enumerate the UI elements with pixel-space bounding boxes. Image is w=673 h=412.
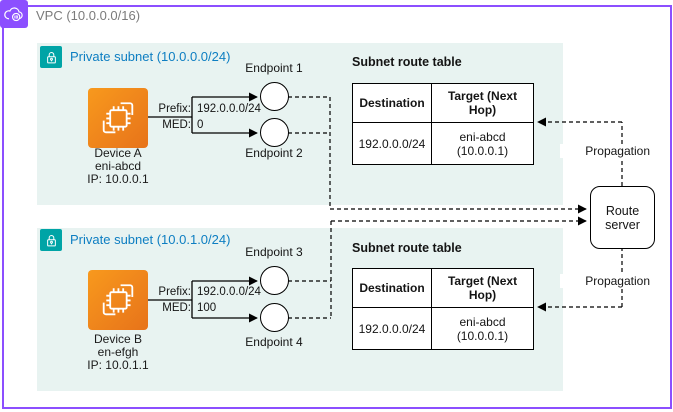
route-table-1-target-cell: eni-abcd (10.0.0.1) <box>432 123 533 164</box>
private-subnet-lock-icon <box>40 229 62 251</box>
bgp-prefix-value: 192.0.0.0/24 <box>197 103 261 115</box>
propagation-label-1: Propagation <box>560 144 650 158</box>
route-table-2-target-line2: (10.0.0.1) <box>456 328 509 343</box>
device-a-ip: IP: 10.0.0.1 <box>87 172 149 186</box>
endpoint-1-node <box>260 82 289 111</box>
bgp-prefix-value: 192.0.0.0/24 <box>197 286 261 298</box>
route-table-1-col-target: Target (Next Hop) <box>432 84 533 123</box>
device-b-name: Device B <box>93 332 143 346</box>
endpoint-3-node <box>260 266 289 295</box>
vpc-cloud-icon <box>0 0 28 28</box>
device-a-label: Device A eni-abcd IP: 10.0.0.1 <box>63 147 173 186</box>
device-b-ip: IP: 10.0.1.1 <box>87 358 149 372</box>
route-table-2-col-target: Target (Next Hop) <box>432 269 533 308</box>
route-table-1: Destination Target (Next Hop) 192.0.0.0/… <box>352 83 534 165</box>
bgp-med-label: MED: <box>162 302 191 314</box>
bgp-prefix-label: Prefix: <box>158 103 191 115</box>
route-table-1-target-line1: eni-abcd <box>459 129 506 144</box>
route-table-1-col-destination: Destination <box>353 84 432 123</box>
bgp-med-value: 100 <box>197 302 217 314</box>
route-table-2-target-cell: eni-abcd (10.0.0.1) <box>432 308 533 349</box>
endpoint-2-node <box>260 118 289 147</box>
route-table-1-target-line2: (10.0.0.1) <box>456 143 509 158</box>
endpoint-2-label: Endpoint 2 <box>245 146 303 160</box>
endpoint-4-node <box>260 303 289 332</box>
route-table-2: Destination Target (Next Hop) 192.0.0.0/… <box>352 268 534 350</box>
propagation-label-2: Propagation <box>560 274 650 288</box>
device-b-interface: en-efgh <box>97 345 139 359</box>
bgp-prefix-label: Prefix: <box>158 286 191 298</box>
endpoint-3-label: Endpoint 3 <box>245 245 303 259</box>
route-table-2-target-line1: eni-abcd <box>459 314 506 329</box>
private-subnet-2-label: Private subnet (10.0.1.0/24) <box>70 232 231 247</box>
endpoint-4-label: Endpoint 4 <box>245 335 303 349</box>
bgp-med-value: 0 <box>197 119 204 131</box>
endpoint-1-label: Endpoint 1 <box>245 61 303 75</box>
bgp-med-label: MED: <box>162 119 191 131</box>
route-table-2-destination-cell: 192.0.0.0/24 <box>353 308 432 349</box>
vpc-title: VPC (10.0.0.0/16) <box>36 8 141 23</box>
route-table-2-title: Subnet route table <box>352 241 462 255</box>
private-subnet-lock-icon <box>40 46 62 68</box>
route-server-node: Route server <box>590 186 655 249</box>
private-subnet-1-label: Private subnet (10.0.0.0/24) <box>70 49 231 64</box>
device-b-label: Device B en-efgh IP: 10.0.1.1 <box>63 333 173 372</box>
route-table-1-title: Subnet route table <box>352 55 462 69</box>
route-table-2-col-destination: Destination <box>353 269 432 308</box>
device-a-name: Device A <box>94 146 142 160</box>
device-b-instance-icon <box>88 270 148 330</box>
device-a-instance-icon <box>88 88 148 148</box>
vpc-boundary <box>2 5 672 409</box>
route-table-1-destination-cell: 192.0.0.0/24 <box>353 123 432 164</box>
device-a-interface: eni-abcd <box>94 159 142 173</box>
